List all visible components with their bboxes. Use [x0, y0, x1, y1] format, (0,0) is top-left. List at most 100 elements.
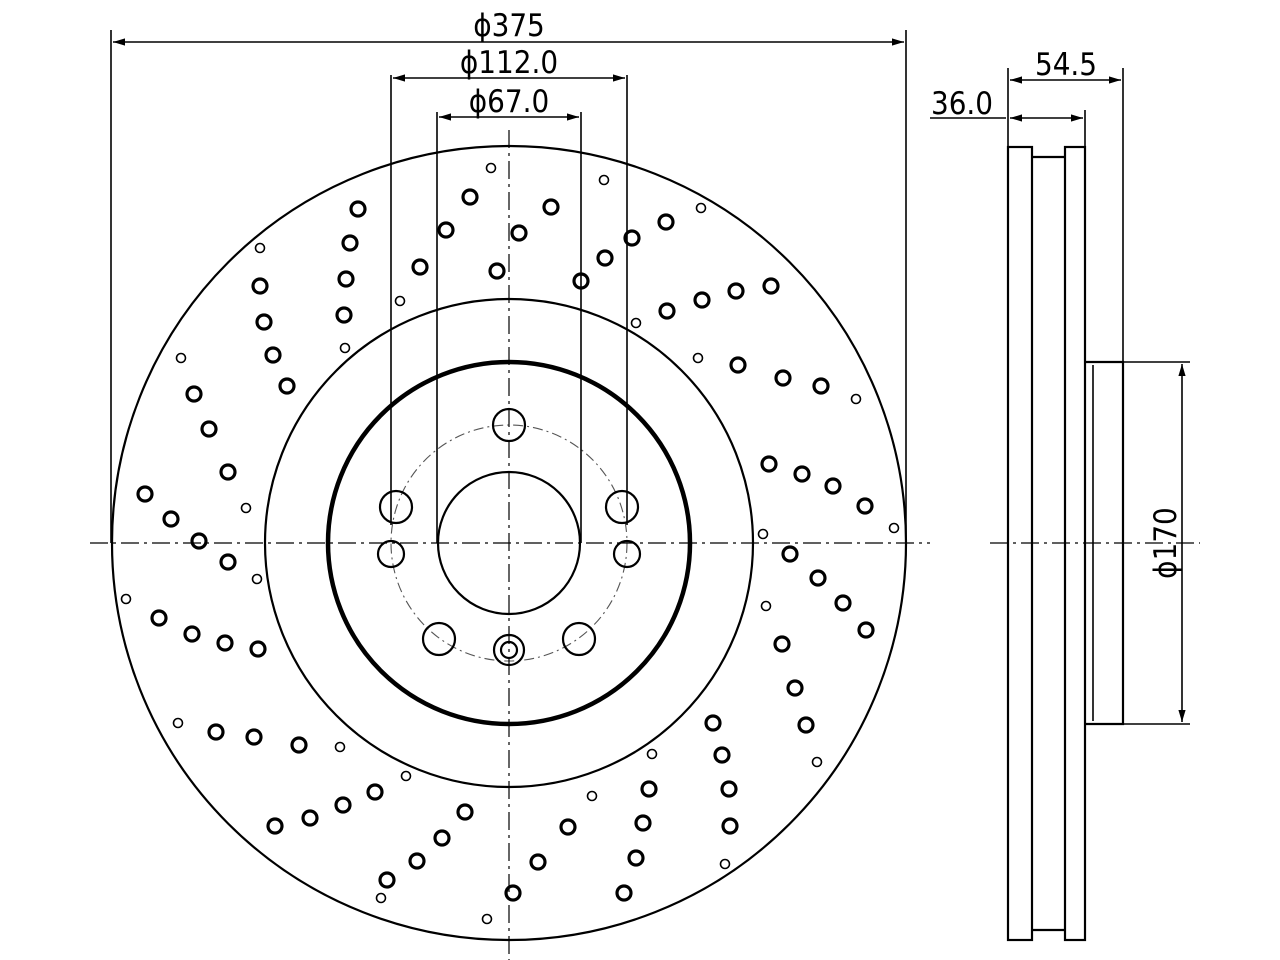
drill-hole: [762, 277, 780, 295]
vent-hole: [175, 352, 187, 364]
drill-hole: [797, 716, 815, 734]
drill-hole: [713, 746, 731, 764]
vent-hole: [481, 913, 493, 925]
center-bore-label: ϕ67.0: [469, 84, 549, 120]
drill-hole: [529, 853, 547, 871]
bolt-circle-label: ϕ112.0: [460, 45, 558, 81]
drill-hole: [615, 884, 633, 902]
vent-hole: [646, 748, 658, 760]
drill-hole: [349, 200, 367, 218]
drill-hole: [150, 609, 168, 627]
lug-hole: [604, 489, 640, 525]
vent-hole: [692, 352, 704, 364]
drill-hole: [834, 594, 852, 612]
outer-diameter-dimension: ϕ375: [110, 8, 907, 543]
drill-hole: [627, 849, 645, 867]
vent-hole: [394, 295, 406, 307]
drill-hole: [774, 369, 792, 387]
drill-hole: [266, 817, 284, 835]
drill-hole: [264, 346, 282, 364]
vent-hole: [400, 770, 412, 782]
vent-hole: [251, 573, 263, 585]
drill-hole: [216, 634, 234, 652]
drill-hole: [255, 313, 273, 331]
drill-hole: [510, 224, 528, 242]
drill-hole: [857, 621, 875, 639]
drill-hole: [207, 723, 225, 741]
drill-hole: [185, 385, 203, 403]
thickness-label: 36.0: [931, 86, 993, 122]
cross-drilled-holes: [120, 162, 900, 925]
thickness-dimension: 36.0: [930, 86, 1086, 147]
drill-hole: [657, 213, 675, 231]
drill-hole: [504, 884, 522, 902]
drill-hole: [337, 270, 355, 288]
vent-hole: [375, 892, 387, 904]
total-height-label: 54.5: [1035, 47, 1097, 83]
vent-hole: [254, 242, 266, 254]
drill-hole: [183, 625, 201, 643]
locating-hole: [376, 539, 406, 569]
vent-hole: [888, 522, 900, 534]
drill-hole: [219, 463, 237, 481]
drill-hole: [200, 420, 218, 438]
drill-hole: [773, 635, 791, 653]
drill-hole: [856, 497, 874, 515]
drill-hole: [596, 249, 614, 267]
vent-hole: [586, 790, 598, 802]
drill-hole: [249, 640, 267, 658]
outboard-friction-plate: [1006, 145, 1034, 942]
drill-hole: [190, 532, 208, 550]
locating-hole: [612, 539, 642, 569]
vent-hole: [760, 600, 772, 612]
vent-hole: [339, 342, 351, 354]
drill-hole: [335, 306, 353, 324]
drill-hole: [727, 282, 745, 300]
vent-hole: [850, 393, 862, 405]
lug-hole: [421, 621, 457, 657]
drill-hole: [488, 262, 506, 280]
drill-hole: [793, 465, 811, 483]
drill-hole: [809, 569, 827, 587]
vent-hole: [172, 717, 184, 729]
drill-hole: [781, 545, 799, 563]
vent-hole: [598, 174, 610, 186]
drill-hole: [786, 679, 804, 697]
drill-hole: [812, 377, 830, 395]
side-view: 54.5 36.0 ϕ170: [930, 47, 1200, 942]
drill-hole: [461, 188, 479, 206]
drill-hole: [704, 714, 722, 732]
drill-hole: [437, 221, 455, 239]
drill-hole: [334, 796, 352, 814]
front-view: ϕ375 ϕ112.0 ϕ67.0: [90, 8, 930, 960]
drill-hole: [162, 510, 180, 528]
drill-hole: [640, 780, 658, 798]
drill-hole: [433, 829, 451, 847]
drill-hole: [301, 809, 319, 827]
vent-hole: [630, 317, 642, 329]
drill-hole: [623, 229, 641, 247]
vent-hole: [120, 593, 132, 605]
inboard-friction-plate: [1063, 145, 1087, 942]
drill-hole: [408, 852, 426, 870]
drill-hole: [341, 234, 359, 252]
vent-hole: [719, 858, 731, 870]
lug-hole: [561, 621, 597, 657]
outer-diameter-label: ϕ375: [473, 8, 545, 44]
drill-hole: [559, 818, 577, 836]
drill-hole: [760, 455, 778, 473]
drill-hole: [245, 728, 263, 746]
drill-hole: [290, 736, 308, 754]
drill-hole: [136, 485, 154, 503]
lug-hole: [378, 489, 414, 525]
drill-hole: [542, 198, 560, 216]
hat-profile: [1085, 360, 1125, 726]
hat-diameter-dimension: ϕ170: [1123, 361, 1190, 725]
drill-hole: [378, 871, 396, 889]
drill-hole: [411, 258, 429, 276]
vent-hole: [695, 202, 707, 214]
vent-hole: [334, 741, 346, 753]
drill-hole: [693, 291, 711, 309]
drill-hole: [278, 377, 296, 395]
